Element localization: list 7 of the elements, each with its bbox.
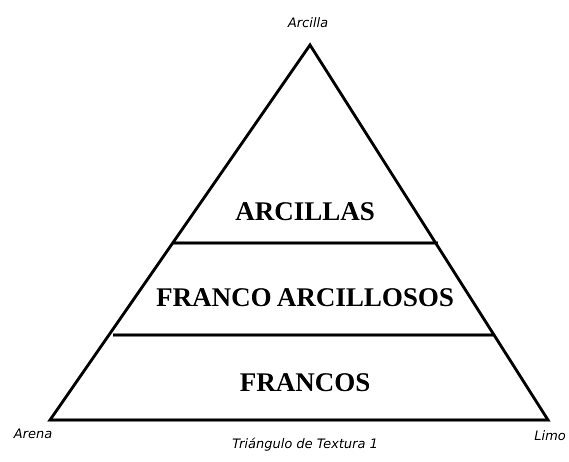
- class-label: FRANCO ARCILLOSOS: [156, 282, 454, 312]
- caption: Triángulo de Textura 1: [232, 437, 378, 453]
- class-label: ARCILLAS: [235, 196, 375, 226]
- corner-label: Limo: [534, 429, 566, 445]
- corner-label: Arcilla: [288, 16, 328, 32]
- corner-label: Arena: [14, 427, 52, 443]
- class-label: FRANCOS: [240, 367, 370, 397]
